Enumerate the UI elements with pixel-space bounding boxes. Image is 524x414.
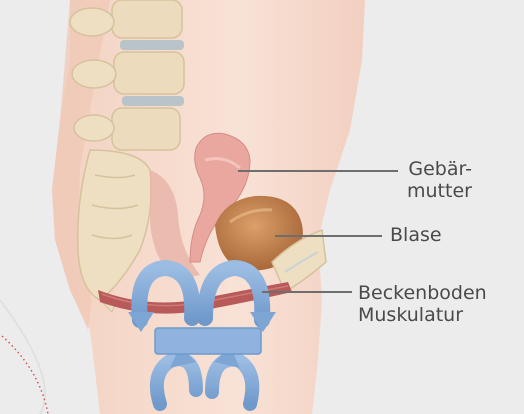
uterus-label-line1: Gebär- <box>407 158 472 180</box>
uterus-label: Gebär- mutter <box>407 158 472 202</box>
muscle-block <box>155 328 261 354</box>
bladder-label: Blase <box>390 224 442 246</box>
background-arc <box>0 300 45 414</box>
uterus-label-line2: mutter <box>407 180 472 202</box>
pelvic-floor-label-line2: Muskulatur <box>358 304 487 326</box>
pelvic-floor-label: Beckenboden Muskulatur <box>358 282 487 326</box>
pelvic-floor-label-line1: Beckenboden <box>358 282 487 304</box>
